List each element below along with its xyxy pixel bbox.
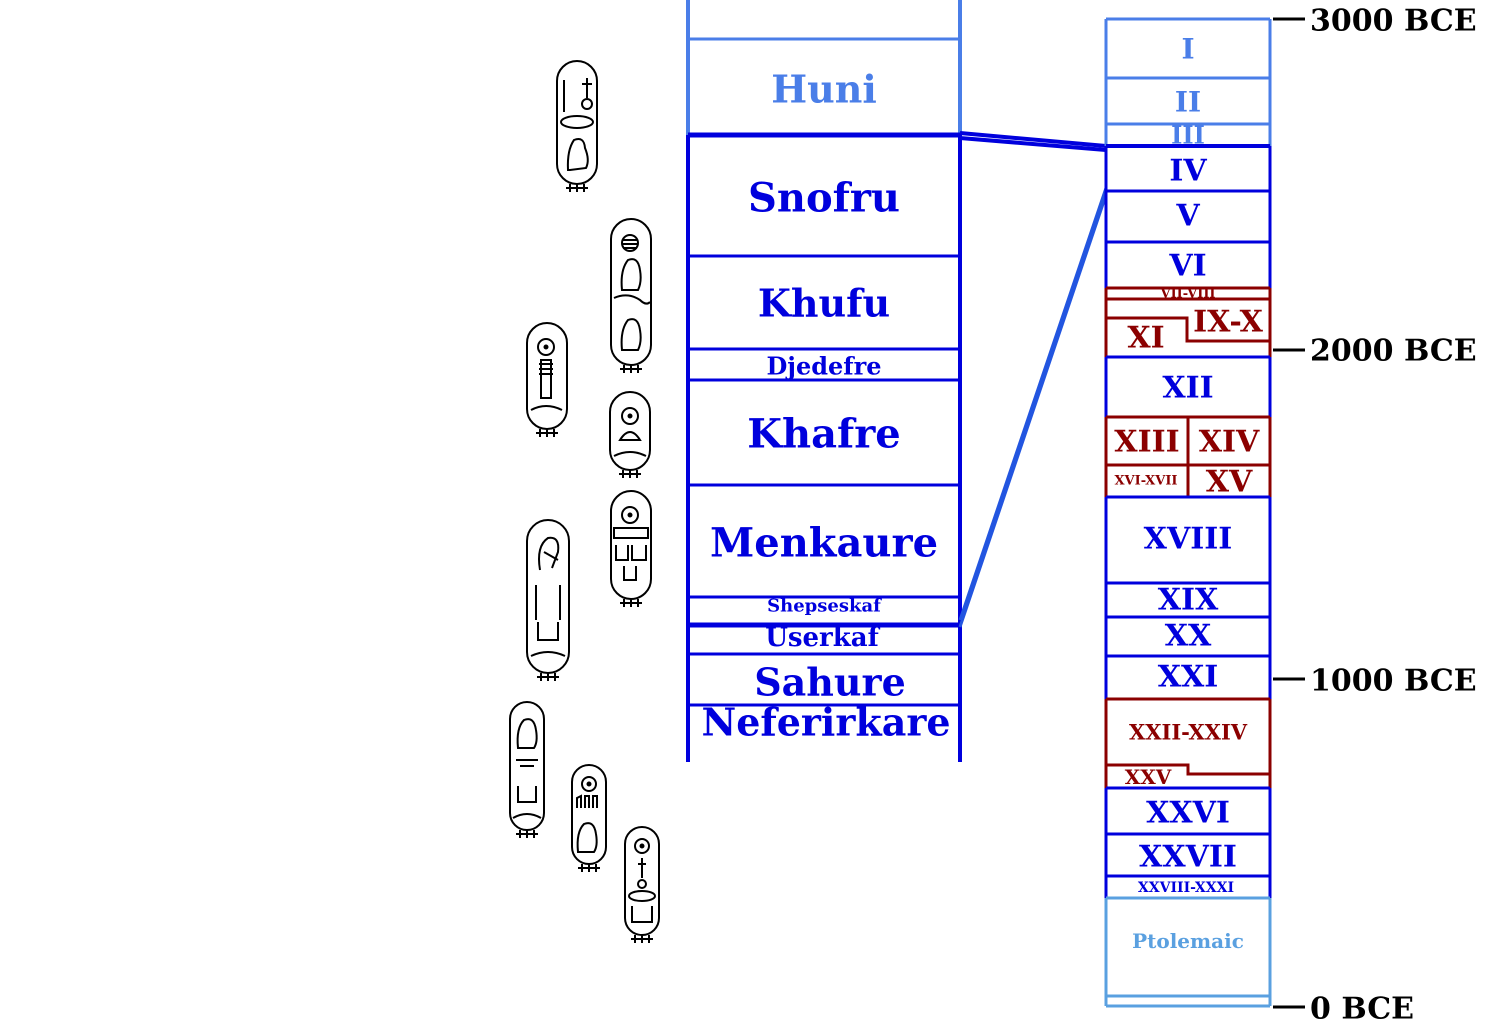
dynasty-XX: XX xyxy=(1165,619,1212,654)
tick-1000-bce: 1000 BCE xyxy=(1310,664,1477,699)
cartouche-menkaure xyxy=(610,490,652,607)
dynasty-IV: IV xyxy=(1169,154,1207,189)
dynasty-II: II xyxy=(1175,86,1201,119)
pharaoh-huni: Huni xyxy=(771,67,877,112)
pharaoh-shepseskaf: Shepseskaf xyxy=(767,596,882,617)
cartouche-huni xyxy=(556,60,598,192)
tick-3000-bce: 3000 BCE xyxy=(1310,4,1477,39)
dynasty-XII: XII xyxy=(1162,371,1213,406)
dynasty-XVI-XVII: XVI-XVII xyxy=(1114,474,1177,489)
dynasty-XIV: XIV xyxy=(1199,425,1260,460)
dynasty-XIII: XIII xyxy=(1114,425,1179,460)
cartouche-neferirkare xyxy=(624,826,660,943)
tick-2000-bce: 2000 BCE xyxy=(1310,334,1477,369)
cartouche-sahure xyxy=(571,764,607,872)
dynasty-XXI: XXI xyxy=(1158,660,1219,695)
dynasty-XXVIII-XXXI: XXVIII-XXXI xyxy=(1138,880,1234,896)
pharaoh-neferirkare: Neferirkare xyxy=(701,700,950,745)
dynasty-V: V xyxy=(1175,199,1200,234)
pharaoh-khafre: Khafre xyxy=(747,411,901,458)
pharaoh-userkaf: Userkaf xyxy=(765,623,880,653)
dynasty-XXVI: XXVI xyxy=(1146,796,1230,831)
dynasty-III: III xyxy=(1171,121,1205,150)
time-axis: 3000 BCE 2000 BCE 1000 BCE 0 BCE xyxy=(1273,4,1477,1027)
cartouche-group xyxy=(509,60,660,943)
dynasty-XXVII: XXVII xyxy=(1139,840,1237,875)
dynasty-XXII-XXIV: XXII-XXIV xyxy=(1129,720,1248,745)
dynasty-I: I xyxy=(1181,33,1194,66)
pharaoh-menkaure: Menkaure xyxy=(710,520,938,567)
pharaoh-snofru: Snofru xyxy=(748,175,900,222)
pharaoh-column: Huni Snofru Khufu Djedefre Khafre Menkau… xyxy=(686,0,962,762)
pharaoh-sahure: Sahure xyxy=(754,660,906,705)
dynasty-ptolemaic: Ptolemaic xyxy=(1132,929,1244,953)
cartouche-userkaf xyxy=(509,701,545,838)
cartouche-djedefre xyxy=(526,322,568,437)
cartouche-snofru xyxy=(610,218,652,373)
dynasty-column: I II III IV V VI VII-VIII IX-X XI XII XI… xyxy=(1104,17,1272,1008)
pharaoh-djedefre: Djedefre xyxy=(766,352,881,381)
tick-0-bce: 0 BCE xyxy=(1310,992,1414,1027)
zoom-connectors xyxy=(958,131,1108,628)
dynasty-XI: XI xyxy=(1127,321,1164,356)
dynasty-VII-VIII: VII-VIII xyxy=(1159,287,1215,302)
cartouche-khafre xyxy=(609,391,651,478)
dynasty-XV: XV xyxy=(1206,465,1253,500)
dynasty-XIX: XIX xyxy=(1158,583,1219,618)
dynasty-XXV: XXV xyxy=(1125,765,1172,789)
dynasty-VI: VI xyxy=(1168,249,1206,284)
pharaoh-khufu: Khufu xyxy=(758,281,890,326)
cartouche-shepseskaf xyxy=(526,519,570,681)
dynasty-XVIII: XVIII xyxy=(1144,522,1233,557)
dynasty-IX-X: IX-X xyxy=(1193,305,1264,340)
